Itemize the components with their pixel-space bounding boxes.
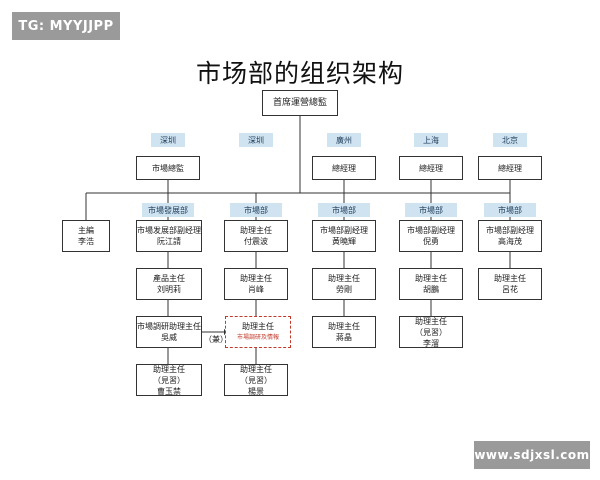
box-title: 市場部副经理 xyxy=(407,226,455,235)
box-beijing-gm: 總經理 xyxy=(478,156,542,180)
box-name: 楊景 xyxy=(248,386,264,396)
dept-tag-shenzhen-market: 市場部 xyxy=(230,203,282,217)
dept-tag-guangzhou-market: 市場部 xyxy=(318,203,370,217)
dept-tag-shanghai-market: 市場部 xyxy=(405,203,457,217)
top-box-label: 首席運營總監 xyxy=(272,97,327,108)
location-tag-shanghai: 上海 xyxy=(414,133,448,147)
box-l4-3: 助理主任 蔣晶 xyxy=(312,316,376,348)
box-label: 總經理 xyxy=(419,163,443,173)
box-name: 倪勇 xyxy=(423,237,439,246)
box-name: 李浩 xyxy=(78,237,94,246)
box-title: 市場部副经理 xyxy=(320,226,368,235)
box-editor: 主編 李浩 xyxy=(62,220,110,252)
box-l2-1: 市場发展部副经理 阮江請 xyxy=(136,220,202,252)
box-label: 總經理 xyxy=(332,163,356,173)
box-title: 助理主任 xyxy=(240,226,272,235)
box-title: 助理主任 xyxy=(153,364,185,374)
box-name: 李溜 xyxy=(423,338,439,348)
box-name: 高海茂 xyxy=(498,237,522,246)
box-l2-3: 市場部副经理 黃曉輝 xyxy=(312,220,376,252)
box-title: 產品主任 xyxy=(153,274,185,283)
box-shenzhen-director: 市場總監 xyxy=(136,156,200,180)
box-l3-2: 助理主任 肖峰 xyxy=(224,268,288,300)
dept-tag-beijing-market: 市場部 xyxy=(484,203,536,217)
box-name: 曹玉禁 xyxy=(157,386,181,396)
box-name: 呂花 xyxy=(502,285,518,294)
box-guangzhou-gm: 總經理 xyxy=(312,156,376,180)
box-sub: （見習） xyxy=(240,375,272,385)
box-l2-5: 市場部副经理 高海茂 xyxy=(478,220,542,252)
location-tag-guangzhou: 廣州 xyxy=(327,133,361,147)
box-name: 蔣晶 xyxy=(336,333,352,342)
box-l3-5: 助理主任 呂花 xyxy=(478,268,542,300)
box-name: 胡鵬 xyxy=(423,285,439,294)
box-title: 市場发展部副经理 xyxy=(137,226,201,235)
box-name: 阮江請 xyxy=(157,237,181,246)
box-l4-2-vacant: 助理主任 市場調研及情報 xyxy=(225,316,291,348)
box-label: 市場總監 xyxy=(152,163,184,173)
box-l5-2: 助理主任 （見習） 楊景 xyxy=(224,364,288,396)
page-title: 市场部的组织架构 xyxy=(195,59,404,88)
location-tag-beijing: 北京 xyxy=(493,133,527,147)
location-tag-shenzhen-1: 深圳 xyxy=(151,133,185,147)
box-name: 肖峰 xyxy=(248,285,264,294)
box-l4-1: 市場調研助理主任 吳威 xyxy=(136,316,202,348)
watermark-top-left: TG: MYYJJPP xyxy=(12,12,120,40)
box-title: 市場調研助理主任 xyxy=(137,322,201,331)
box-l2-4: 市場部副经理 倪勇 xyxy=(399,220,463,252)
location-tag-shenzhen-2: 深圳 xyxy=(239,133,273,147)
box-title: 市場部副经理 xyxy=(486,226,534,235)
box-label: 總經理 xyxy=(498,163,522,173)
box-title: 助理主任 xyxy=(415,274,447,283)
box-shanghai-gm: 總經理 xyxy=(399,156,463,180)
dept-tag-development: 市場發展部 xyxy=(142,203,194,217)
concurrent-label: （兼） xyxy=(204,335,228,344)
box-sub: （見習） xyxy=(415,327,447,337)
box-l2-2: 助理主任 付震波 xyxy=(224,220,288,252)
box-name: 黃曉輝 xyxy=(332,237,356,246)
box-sub: （見習） xyxy=(153,375,185,385)
box-name: 市場調研及情報 xyxy=(236,334,279,341)
top-box-coo: 首席運營總監 xyxy=(262,90,338,116)
box-title: 助理主任 xyxy=(240,364,272,374)
box-title: 主編 xyxy=(78,226,94,235)
box-l5-1: 助理主任 （見習） 曹玉禁 xyxy=(136,364,202,396)
box-title: 助理主任 xyxy=(242,322,274,331)
box-title: 助理主任 xyxy=(240,274,272,283)
box-title: 助理主任 xyxy=(328,274,360,283)
box-l3-3: 助理主任 勞剛 xyxy=(312,268,376,300)
box-name: 刘明莉 xyxy=(157,285,181,294)
box-l3-4: 助理主任 胡鵬 xyxy=(399,268,463,300)
box-l3-1: 產品主任 刘明莉 xyxy=(136,268,202,300)
box-name: 吳威 xyxy=(161,333,177,342)
watermark-bottom-right: www.sdjxsl.com xyxy=(474,441,590,469)
box-name: 付震波 xyxy=(244,237,268,246)
box-l4-4: 助理主任 （見習） 李溜 xyxy=(399,316,463,348)
box-name: 勞剛 xyxy=(336,285,352,294)
box-title: 助理主任 xyxy=(415,316,447,326)
box-title: 助理主任 xyxy=(494,274,526,283)
box-title: 助理主任 xyxy=(328,322,360,331)
